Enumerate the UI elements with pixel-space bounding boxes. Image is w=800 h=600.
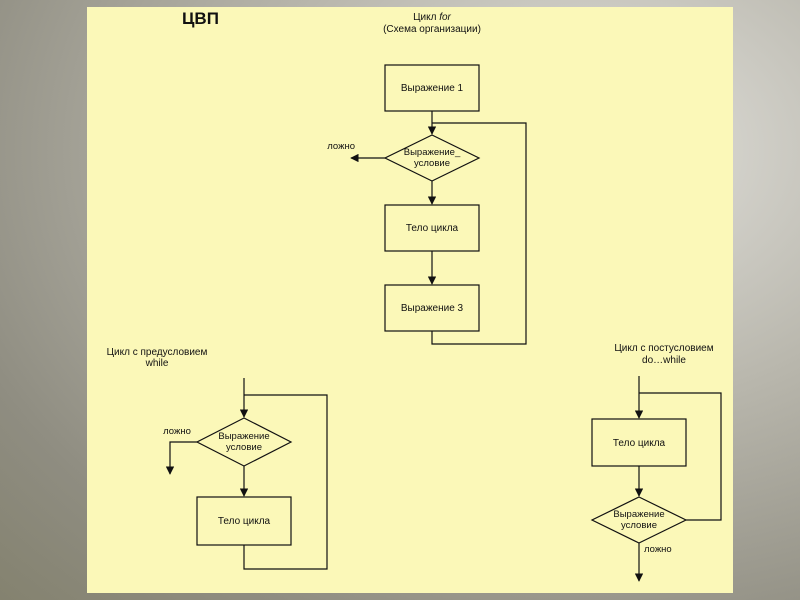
while-loop-diagram: Цикл с предусловием while Выражение усло…: [107, 347, 328, 570]
do-while-condition-label-1: Выражение: [613, 509, 664, 520]
while-condition-label-2: условие: [226, 442, 262, 453]
while-loop-title-2: while: [145, 358, 169, 369]
for-init-label: Выражение 1: [401, 83, 464, 94]
do-while-condition-label-2: условие: [621, 520, 657, 531]
for-condition-label-2: условие: [414, 158, 450, 169]
do-while-title-1: Цикл с постусловием: [614, 343, 713, 354]
do-while-loop-diagram: Цикл с постусловием do…while Тело цикла …: [590, 343, 722, 582]
slide-canvas: ЦВП Цикл for (Схема организации) Выражен…: [87, 7, 733, 593]
for-loop-back-line: [431, 122, 527, 345]
for-body-label: Тело цикла: [406, 223, 459, 234]
while-body-label: Тело цикла: [218, 516, 271, 527]
for-loop-diagram: Цикл for (Схема организации) Выражение 1…: [327, 12, 527, 345]
while-false-label: ложно: [163, 426, 191, 437]
for-step-label: Выражение 3: [401, 303, 464, 314]
for-loop-title: Цикл for: [413, 12, 451, 23]
while-loop-title-1: Цикл с предусловием: [107, 347, 208, 358]
for-false-label: ложно: [327, 141, 355, 152]
while-condition-label-1: Выражение: [218, 431, 269, 442]
do-while-false-label: ложно: [644, 544, 672, 555]
do-while-title-2: do…while: [642, 355, 686, 366]
page-title: ЦВП: [182, 9, 219, 28]
for-loop-subtitle: (Схема организации): [383, 24, 481, 35]
for-condition-label-1: Выражение_: [404, 147, 461, 158]
while-loop-back-line: [243, 394, 328, 570]
flowchart-diagram: Цикл for (Схема организации) Выражение 1…: [107, 12, 722, 582]
while-false-arrow: [165, 441, 197, 475]
do-while-loop-back-line: [639, 392, 722, 521]
do-while-body-label: Тело цикла: [613, 438, 666, 449]
